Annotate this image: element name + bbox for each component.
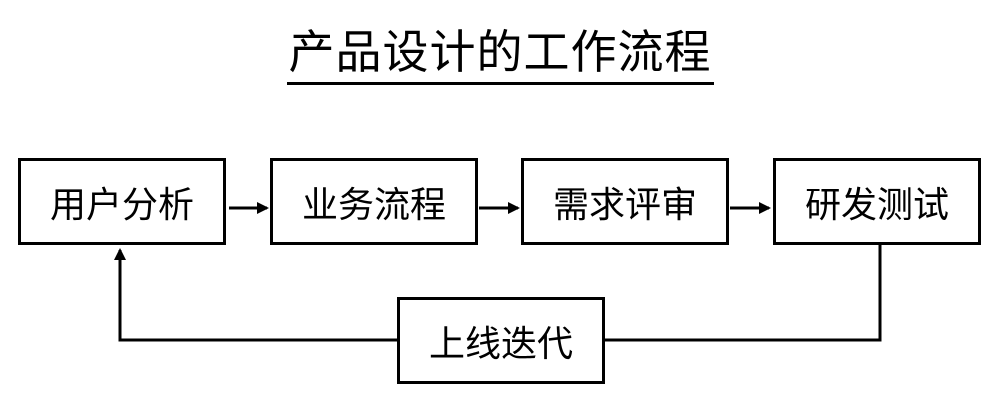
diagram-title-text: 产品设计的工作流程: [286, 24, 714, 85]
node-requirement-review: 需求评审: [521, 158, 729, 245]
node-dev-testing-label: 研发测试: [804, 184, 949, 226]
node-user-analysis-label: 用户分析: [49, 184, 194, 226]
node-release-iteration-label: 上线迭代: [428, 323, 573, 365]
node-requirement-review-label: 需求评审: [552, 184, 697, 226]
node-user-analysis: 用户分析: [18, 158, 226, 245]
node-dev-testing: 研发测试: [773, 158, 981, 245]
diagram-title: 产品设计的工作流程: [0, 22, 1000, 85]
node-business-process: 业务流程: [270, 158, 478, 245]
node-business-process-label: 业务流程: [301, 184, 446, 226]
node-release-iteration: 上线迭代: [397, 297, 605, 384]
arrow-release-iteration-to-user-analysis: [114, 248, 400, 342]
connector-dev-testing-to-release-iteration: [602, 244, 882, 342]
